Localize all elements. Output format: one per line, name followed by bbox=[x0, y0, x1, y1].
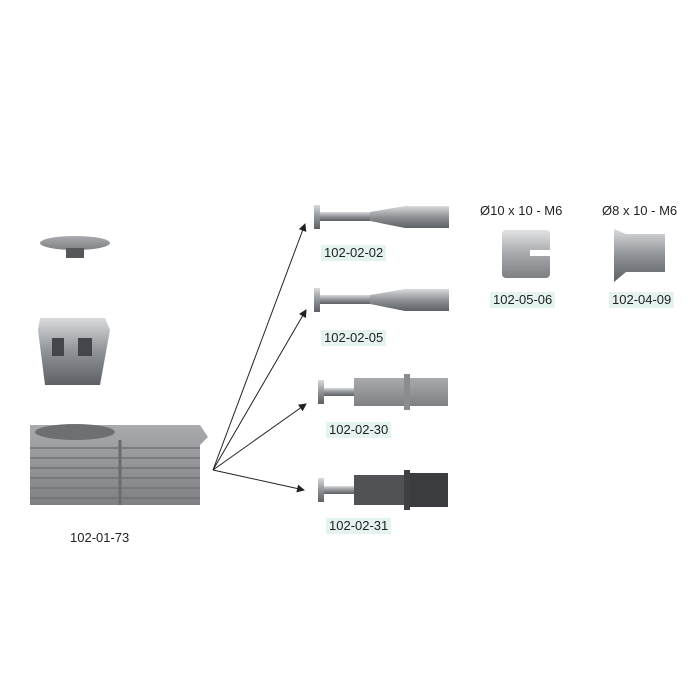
part-code-label: 102-05-06 bbox=[490, 292, 556, 308]
bolt-102-02-31 bbox=[318, 470, 448, 510]
insert-102-04-09 bbox=[614, 229, 665, 282]
bolt-102-02-05 bbox=[314, 288, 449, 312]
insert-102-05-06 bbox=[502, 230, 550, 278]
part-code-label: 102-02-31 bbox=[326, 518, 392, 534]
housing bbox=[30, 424, 208, 505]
cam-lock bbox=[38, 318, 110, 385]
arrows bbox=[212, 223, 307, 493]
part-code-label: 102-01-73 bbox=[70, 530, 130, 545]
size-label: Ø10 x 10 - M6 bbox=[480, 203, 563, 218]
cover-cap bbox=[40, 236, 110, 258]
size-label: Ø8 x 10 - M6 bbox=[602, 203, 678, 218]
part-code-label: 102-04-09 bbox=[609, 292, 675, 308]
bolt-102-02-30 bbox=[318, 374, 448, 410]
part-code-label: 102-02-02 bbox=[321, 245, 387, 261]
bolt-102-02-02 bbox=[314, 205, 449, 229]
part-code-label: 102-02-05 bbox=[321, 330, 387, 346]
part-code-label: 102-02-30 bbox=[326, 422, 392, 438]
